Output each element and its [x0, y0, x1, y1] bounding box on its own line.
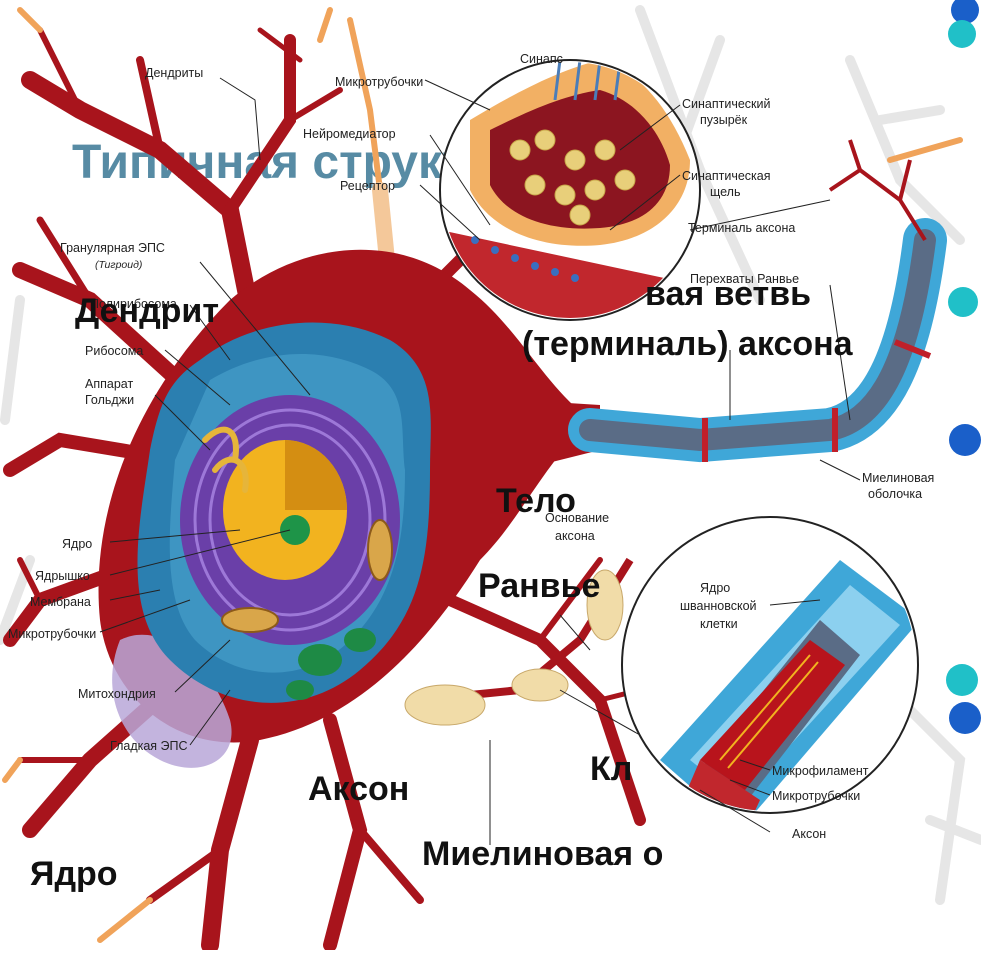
label-microtubules-axon: Микротрубочки: [772, 789, 860, 803]
big-label-nucleus: Ядро: [30, 855, 118, 893]
label-receptor: Рецептор: [340, 179, 395, 193]
label-golgi-2: Гольджи: [85, 393, 134, 407]
label-schwann-2: шванновской: [680, 599, 757, 613]
mitochondrion-bottom: [222, 608, 278, 632]
label-neurotransmitter: Нейромедиатор: [303, 127, 396, 141]
label-myelin-sheath-1: Миелиновая: [862, 471, 934, 485]
big-label-axon-branch-2: (терминаль) аксона: [522, 325, 854, 363]
big-label-dendrite: Дендрит: [75, 292, 219, 330]
label-schwann-3: клетки: [700, 617, 738, 631]
label-dendrites: Дендриты: [145, 66, 203, 80]
label-synaptic-vesicle-2: пузырёк: [700, 113, 748, 127]
slide-bullets: [946, 0, 981, 734]
label-myelin-sheath-2: оболочка: [868, 487, 922, 501]
big-label-axon: Аксон: [308, 770, 409, 808]
label-nucleolus: Ядрышко: [35, 569, 90, 583]
bullet-dot-2: [948, 20, 976, 48]
label-synaptic-cleft-2: щель: [710, 185, 741, 199]
label-granular-er: Гранулярная ЭПС: [60, 241, 165, 255]
label-nucleus: Ядро: [62, 537, 92, 551]
big-label-axon-branch-1: вая ветвь: [645, 275, 811, 313]
label-microtubules-left: Микротрубочки: [8, 627, 96, 641]
label-synaptic-cleft-1: Синаптическая: [682, 169, 771, 183]
bullet-dot-5: [946, 664, 978, 696]
label-microfilament: Микрофиламент: [772, 764, 869, 778]
label-axon-hillock-2: аксона: [555, 529, 595, 543]
label-tigroid: (Тигроид): [95, 259, 142, 271]
axon-inset: [622, 517, 920, 930]
label-axon-terminal: Терминаль аксона: [688, 221, 795, 235]
big-label-cell: Кл: [590, 750, 632, 788]
label-golgi-1: Аппарат: [85, 377, 133, 391]
big-label-body: Тело: [496, 482, 576, 520]
big-label-myelin: Миелиновая о: [422, 835, 663, 873]
label-smooth-er: Гладкая ЭПС: [110, 739, 188, 753]
bullet-dot-3: [948, 287, 978, 317]
label-schwann-1: Ядро: [700, 581, 730, 595]
nucleolus: [280, 515, 310, 545]
label-synapse: Синапс: [520, 52, 563, 66]
mitochondrion-right: [368, 520, 392, 580]
label-ribosome: Рибосома: [85, 344, 143, 358]
label-mitochondria: Митохондрия: [78, 687, 156, 701]
bullet-dot-6: [949, 702, 981, 734]
big-label-ranvier: Ранвье: [478, 567, 600, 605]
bullet-dot-4: [949, 424, 981, 456]
label-synaptic-vesicle-1: Синаптический: [682, 97, 771, 111]
label-microtubules-top: Микротрубочки: [335, 75, 423, 89]
label-membrane: Мембрана: [30, 595, 91, 609]
label-axon-small: Аксон: [792, 827, 826, 841]
